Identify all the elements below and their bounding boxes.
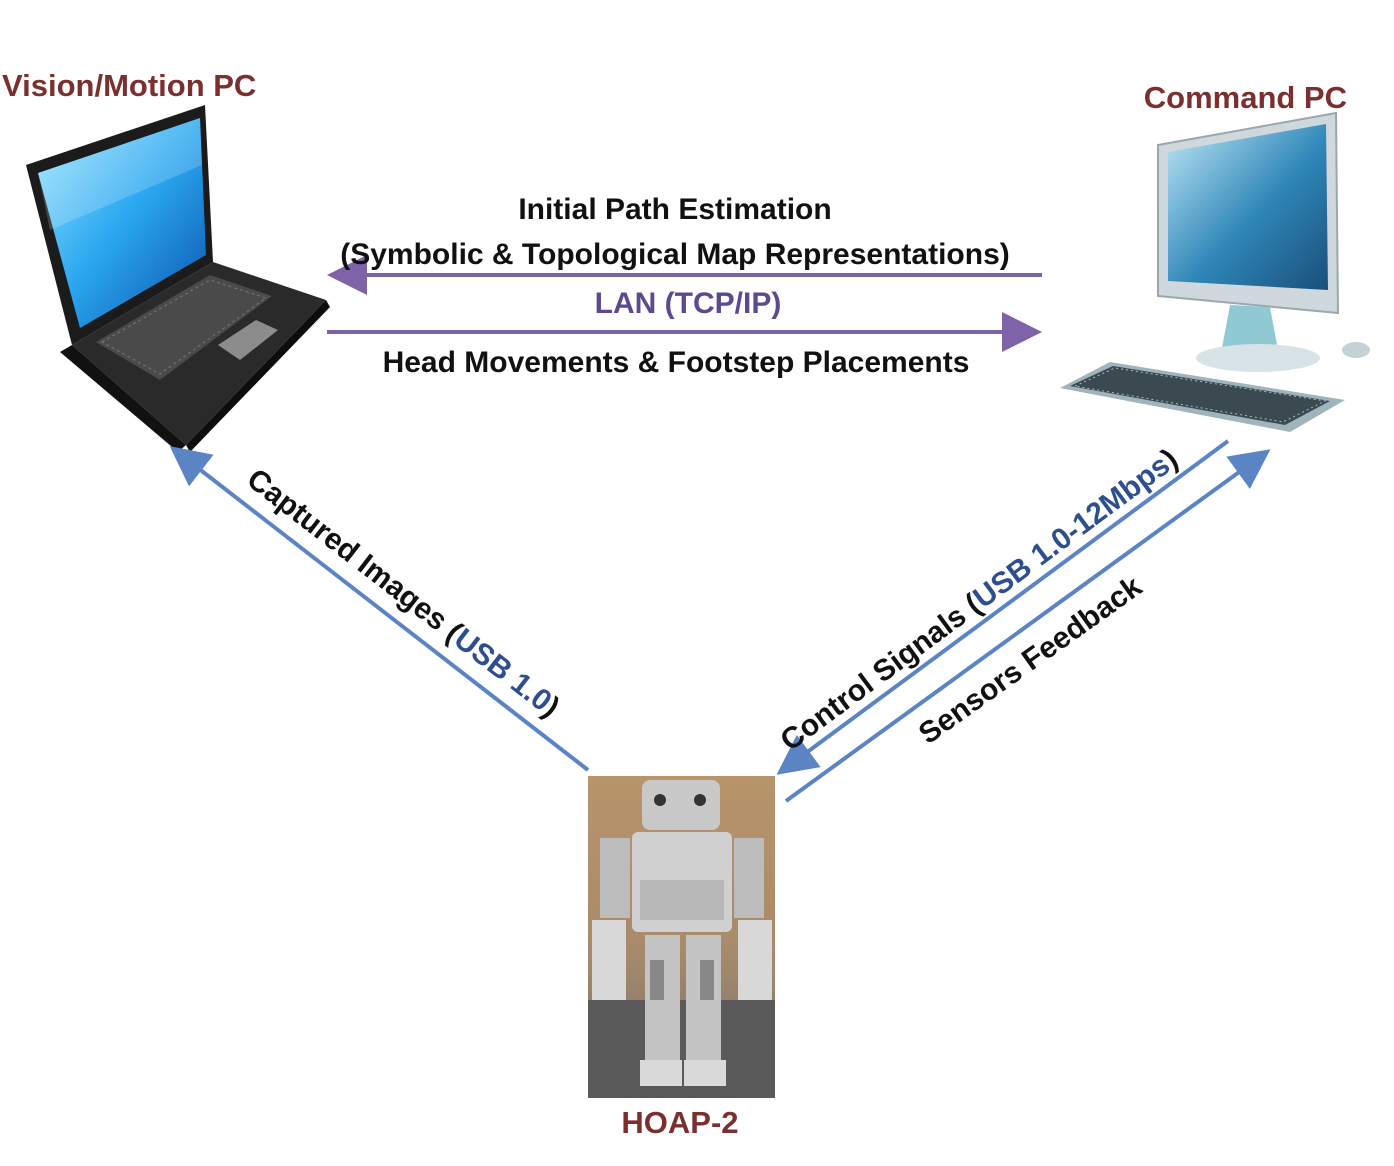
laptop-icon bbox=[26, 105, 330, 452]
arrow-robot-to-command bbox=[784, 449, 1271, 803]
lan-protocol-label: LAN (TCP/IP) bbox=[595, 287, 782, 320]
control-signals-usb: USB 1.0-12Mbps bbox=[967, 449, 1176, 615]
command-pc-label: Command PC bbox=[1144, 80, 1347, 115]
lan-bottom-label: Head Movements & Footstep Placements bbox=[383, 346, 970, 379]
captured-images-text: Captured Images ( bbox=[241, 462, 468, 648]
arrow-command-to-robot bbox=[776, 439, 1230, 775]
robot-label: HOAP-2 bbox=[621, 1105, 738, 1140]
arrow-robot-to-vision bbox=[169, 446, 590, 772]
humanoid-robot-photo bbox=[588, 776, 775, 1098]
captured-images-label: Captured Images (USB 1.0) bbox=[241, 462, 566, 724]
lan-top-label-2: (Symbolic & Topological Map Representati… bbox=[340, 238, 1010, 271]
lan-top-label-1: Initial Path Estimation bbox=[518, 193, 831, 226]
sensors-feedback-label: Sensors Feedback bbox=[913, 570, 1148, 751]
vision-pc-label: Vision/Motion PC bbox=[2, 68, 256, 103]
desktop-computer-icon bbox=[1060, 111, 1370, 432]
